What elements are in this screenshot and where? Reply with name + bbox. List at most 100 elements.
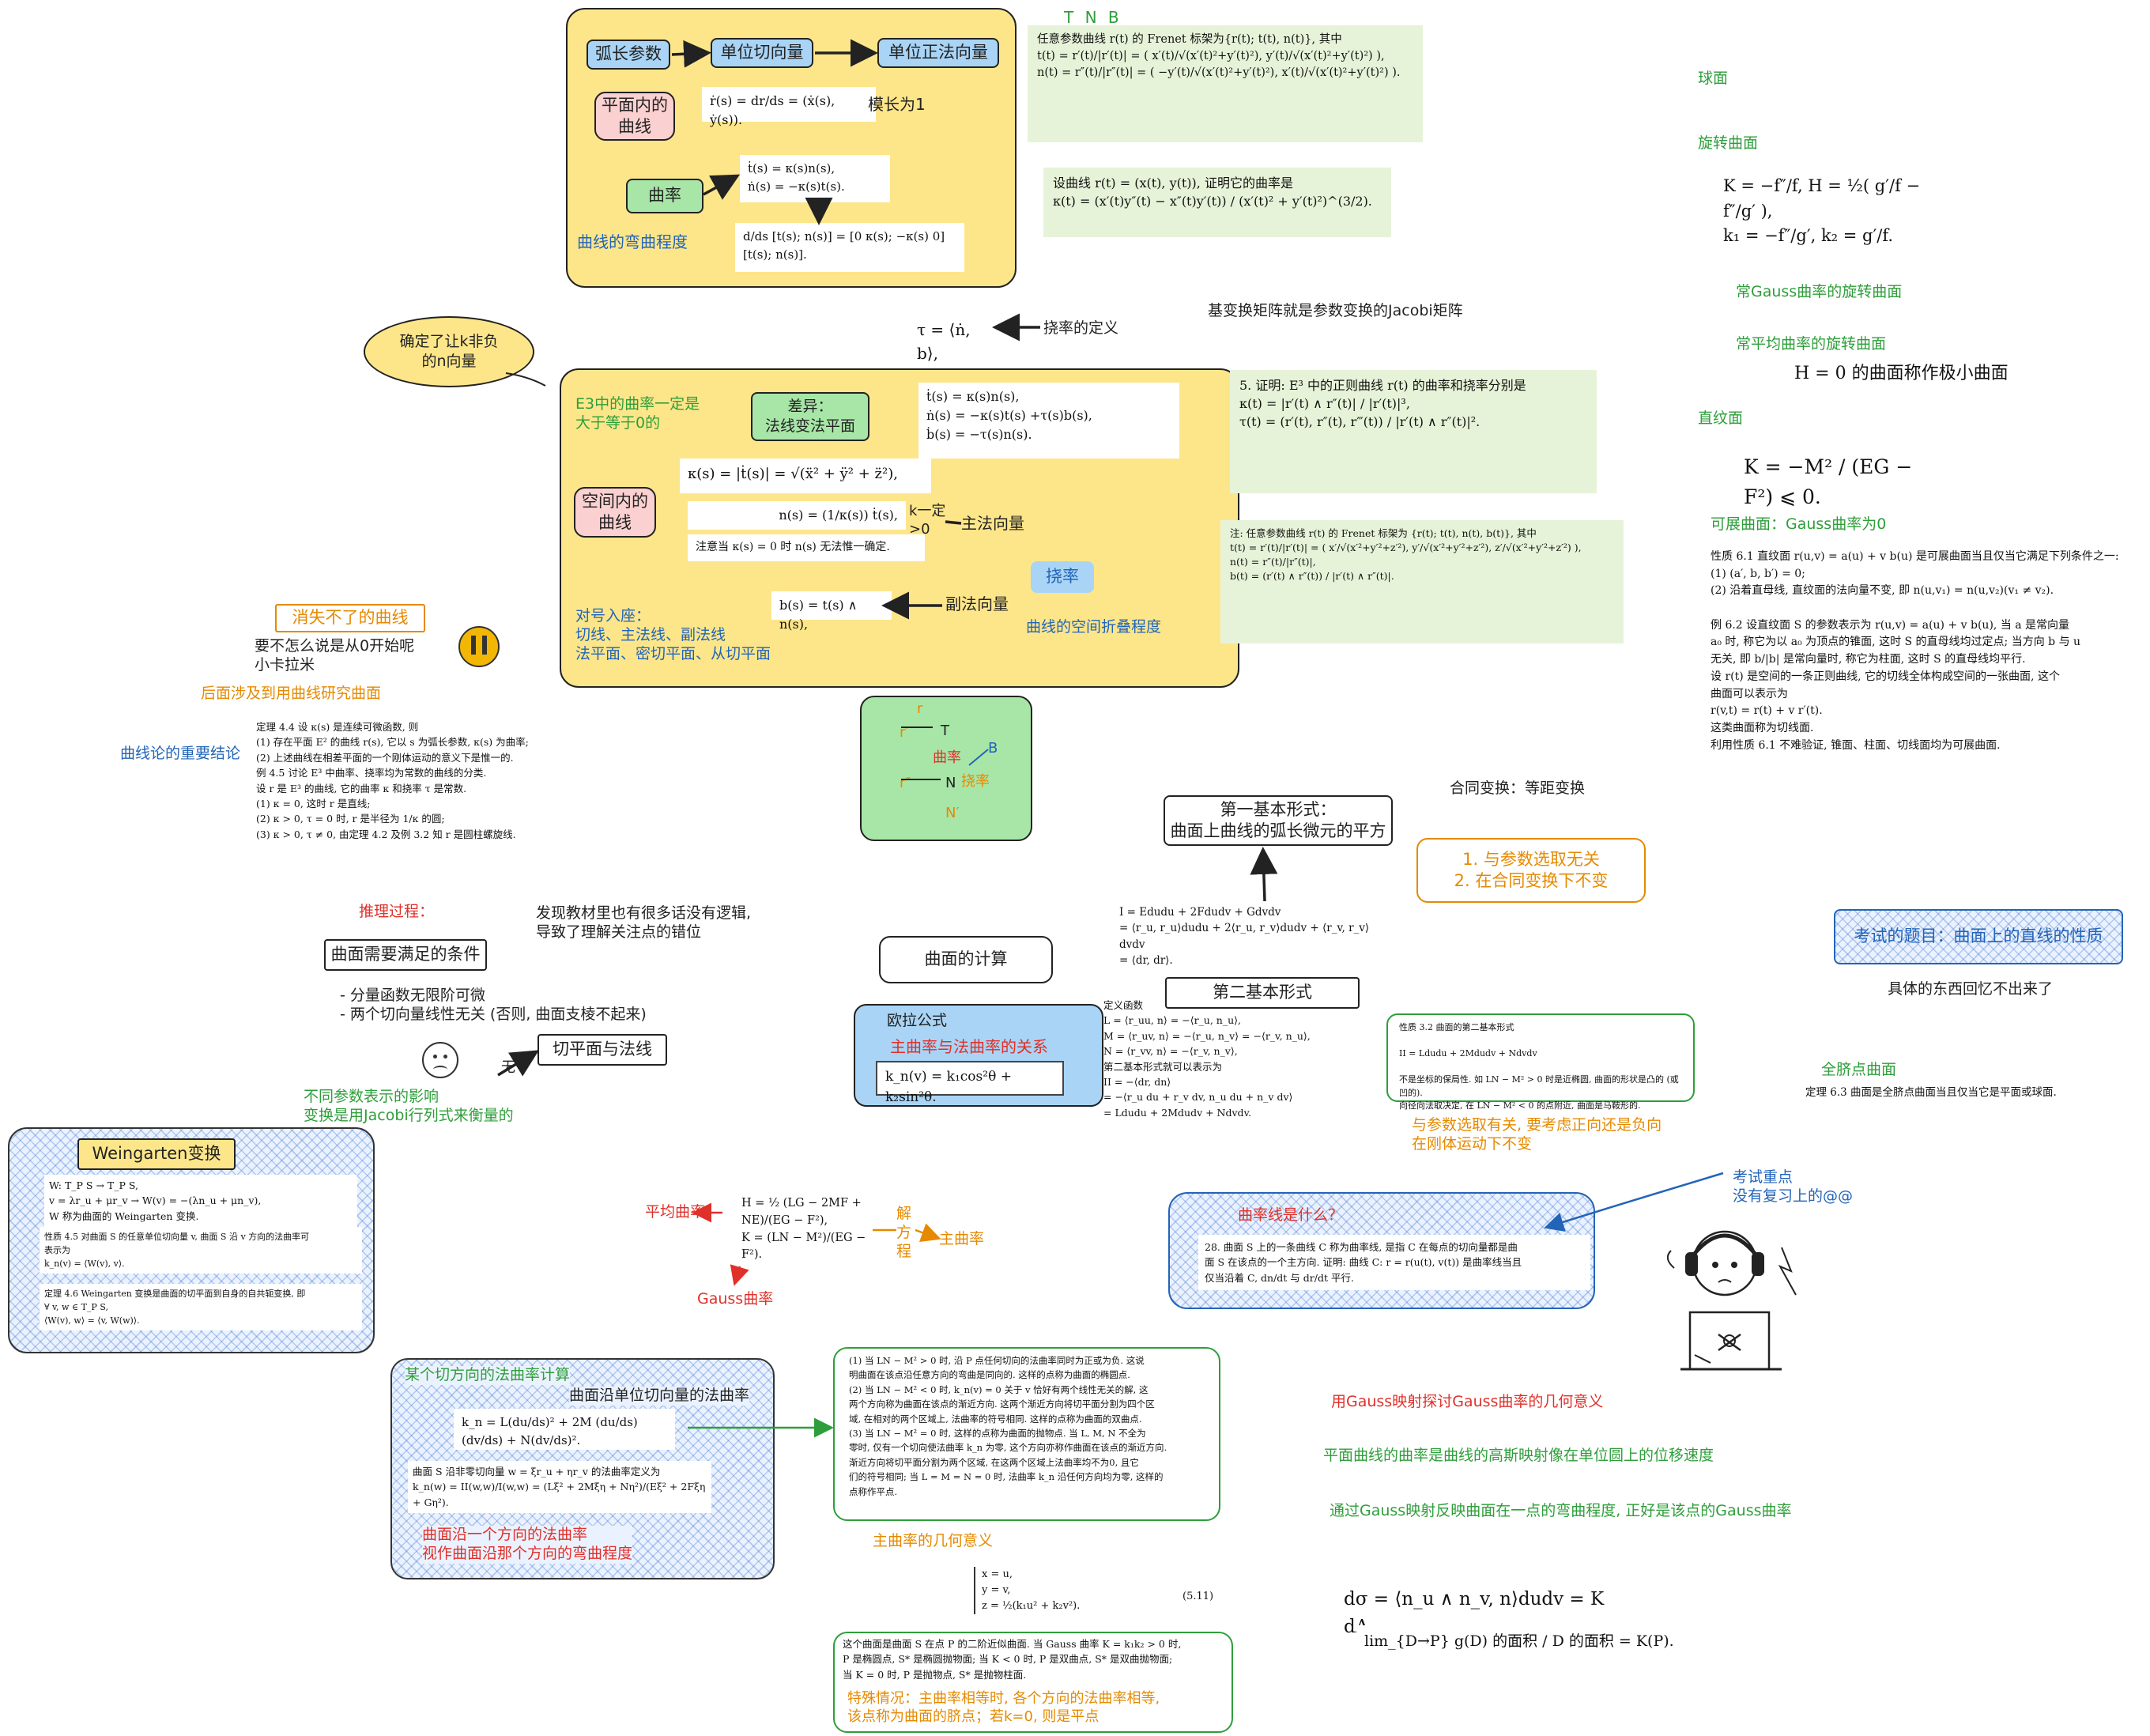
euler-formula: k_n(v) = k₁cos²θ + k₂sin²θ. — [876, 1061, 1064, 1105]
prop-63-text: 定理 6.3 曲面是全脐点曲面当且仅当它是平面或球面. — [1805, 1086, 2057, 1099]
umbilic-special-case: 特殊情况：主曲率相等时, 各个方向的法曲率相等, 该点称为曲面的脐点；若k=0,… — [847, 1690, 1160, 1725]
sketch-B: B — [988, 740, 998, 757]
congruence-label: 合同变换：等距变换 — [1450, 779, 1586, 797]
twist-degree-label: 曲线的空间折叠程度 — [1026, 618, 1162, 636]
HK-formula: H = ½ (LG − 2MF + NE)/(EG − F²), K = (LN… — [741, 1197, 866, 1262]
curvature-node: 曲率 — [626, 179, 703, 213]
gauss-curvature-label: Gauss曲率 — [697, 1290, 774, 1308]
rotation-label: 旋转曲面 — [1698, 134, 1759, 152]
prop-32-box — [1386, 1013, 1695, 1102]
kn-formula: k_n = L(du/ds)² + 2M (du/ds)(dv/ds) + N(… — [454, 1409, 675, 1450]
kappa-formula: κ(s) = |ṫ(s)| = √(ẍ² + ÿ² + z̈²), — [680, 459, 931, 493]
space-curvature-formula: 5. 证明: E³ 中的正则曲线 r(t) 的曲率和挠率分别是 κ(t) = |… — [1230, 370, 1597, 493]
geo-meaning-box — [833, 1347, 1220, 1521]
curvature-line-question: 曲率线是什么？ — [1238, 1206, 1344, 1224]
sphere-label: 球面 — [1698, 70, 1729, 87]
jacobi-note: 基变换矩阵就是参数变换的Jacobi矩阵 — [1208, 302, 1463, 319]
second-form-box: 第二基本形式 — [1165, 977, 1360, 1009]
kakala-text: 要不怎么说是从0开始呢 小卡拉米 — [255, 637, 415, 674]
student-sketch-icon — [1666, 1230, 1797, 1371]
developable-label: 可展曲面：Gauss曲率为0 — [1711, 515, 1887, 533]
geo-meaning-label: 主曲率的几何意义 — [873, 1532, 994, 1549]
umbilic-label: 全脐点曲面 — [1821, 1061, 1897, 1078]
rotation-formula: K = −f″/f, H = ½( g′/f − f″/g′ ), k₁ = −… — [1715, 169, 1944, 256]
thm-44-text: 定理 4.4 设 κ(s) 是连续可微函数, 则 (1) 存在平面 E² 的曲线… — [256, 721, 529, 840]
torsion-def-label: 挠率的定义 — [1043, 319, 1119, 337]
dsigma-formula: dσ = ⟨n_u ∧ n_v, n⟩dudv = K dA, — [1336, 1581, 1636, 1637]
const-mean-label: 常平均曲率的旋转曲面 — [1736, 335, 1887, 353]
prop-61-text: 性质 6.1 直纹面 r(u,v) = a(u) + v b(u) 是可展曲面当… — [1711, 550, 2119, 752]
tnb-label: T N B — [1064, 8, 1122, 27]
surface-calc-box: 曲面的计算 — [879, 936, 1053, 983]
tangent-plane-box: 切平面与法线 — [538, 1034, 667, 1066]
limit-formula: lim_{D→P} g(D) 的面积 / D 的面积 = K(P). — [1356, 1625, 1696, 1671]
sketch-twist: 挠率 — [961, 773, 990, 790]
torsion-def-formula: τ = ⟨ṅ, b⟩, — [917, 320, 971, 363]
torsion-node: 挠率 — [1031, 561, 1094, 593]
sad-face-icon — [422, 1042, 458, 1078]
textbook-note: 发现教材里也有很多话没有逻辑, 导致了理解关注点的错位 — [536, 904, 752, 941]
bending-degree-label: 曲线的弯曲程度 — [577, 232, 688, 251]
frenet-2d-formula: ṫ(s) = κ(s)n(s), ṅ(s) = −κ(s)t(s). — [740, 155, 890, 202]
sketch-curvature: 曲率 — [933, 749, 961, 766]
eq-511-formula: x = u, y = v, z = ½(k₁u² + k₂v²). — [974, 1567, 1140, 1615]
frenet-3d-formula: ṫ(s) = κ(s)n(s), ṅ(s) = −κ(s)t(s) +τ(s)b… — [918, 383, 1179, 459]
plane-curve-node: 平面内的 曲线 — [594, 92, 675, 141]
first-form-box: 第一基本形式： 曲面上曲线的弧长微元的平方 — [1164, 795, 1393, 846]
weingarten-def: W: T_P S → T_P S, v = λr_u + μr_v → W(v)… — [44, 1175, 357, 1228]
ruled-formula: K = −M² / (EG − F²) ⩽ 0. — [1736, 447, 1941, 508]
b-formula: b(s) = t(s) ∧ n(s), — [771, 591, 892, 632]
nonneg-k-bubble: 确定了让k非负 的n向量 — [364, 316, 534, 387]
thm-46-text: 定理 4.6 Weingarten 变换是曲面的切平面到自身的自共轭变换, 即 … — [40, 1284, 362, 1331]
param-dependence-label: 与参数选取有关, 要考虑正向还是负向 在刚体运动下不变 — [1412, 1116, 1662, 1153]
euler-label: 欧拉公式 — [887, 1012, 948, 1029]
prop-32-text: 性质 3.2 曲面的第二基本形式 II = Ldudu + 2Mdudv + N… — [1399, 1022, 1679, 1111]
frenet-sketch-box — [860, 696, 1032, 841]
unit-tangent-node: 单位切向量 — [711, 38, 813, 68]
normal-curvature-title: 某个切方向的法曲率计算 — [405, 1366, 571, 1385]
const-gauss-label: 常Gauss曲率的旋转曲面 — [1736, 283, 1903, 300]
invariants-box: 1. 与参数选取无关 2. 在合同变换下不变 — [1416, 838, 1646, 903]
prop-45-text: 性质 4.5 对曲面 S 的任意单位切向量 v, 曲面 S 沿 v 方向的法曲率… — [40, 1227, 362, 1274]
frenet-plane-formula: 任意参数曲线 r(t) 的 Frenet 标架为{r(t); t(t), n(t… — [1028, 25, 1423, 142]
later-study-label: 后面涉及到用曲线研究曲面 — [201, 685, 382, 702]
important-result-label: 曲线论的重要结论 — [120, 745, 241, 762]
sketch-N: N — [945, 775, 956, 791]
frenet-matrix-formula: d/ds [t(s); n(s)] = [0 κ(s); −κ(s) 0] [t… — [735, 223, 964, 272]
difference-node: 差异： 法线变法平面 — [751, 392, 869, 441]
n-formula: n(s) = (1/κ(s)) ṫ(s), — [688, 501, 906, 530]
gauss-map-reflect: 通过Gauss映射反映曲面在一点的弯曲程度, 正好是该点的Gauss曲率 — [1330, 1502, 1792, 1519]
plane-curve-gauss-map: 平面曲线的曲率是曲线的高斯映射像在单位圆上的位移速度 — [1323, 1447, 1714, 1464]
mascot-icon — [458, 626, 500, 667]
cant-recall-label: 具体的东西回忆不出来了 — [1888, 980, 2054, 998]
n-note: 注意当 κ(s) = 0 时 n(s) 无法惟一确定. — [688, 534, 925, 561]
mean-curvature-label: 平均曲率 — [645, 1203, 706, 1221]
surface-conditions-list: - 分量函数无限阶可微 - 两个切向量线性无关 (否则, 曲面支棱不起来) — [340, 987, 647, 1023]
curvature-proof-formula: 设曲线 r(t) = (x(t), y(t)), 证明它的曲率是 κ(t) = … — [1043, 168, 1391, 237]
second-form-formula: 定义函数 L = ⟨r_uu, n⟩ = −⟨r_u, n_u⟩, M = ⟨r… — [1103, 999, 1311, 1119]
exam-key-label: 考试重点 没有复习上的@@ — [1733, 1168, 1854, 1205]
second-order-approx-text: 这个曲面是曲面 S 在点 P 的二阶近似曲面. 当 Gauss 曲率 K = k… — [843, 1638, 1182, 1681]
reasoning-label: 推理过程： — [359, 903, 435, 920]
space-frenet-formula: 注: 任意参数曲线 r(t) 的 Frenet 标架为 {r(t); t(t),… — [1220, 520, 1624, 643]
eq-511-number: (5.11) — [1182, 1591, 1214, 1602]
ex-28-text: 28. 曲面 S 上的一条曲线 C 称为曲率线, 是指 C 在每点的切向量都是曲… — [1198, 1235, 1590, 1291]
principal-normal-label: 主法向量 — [961, 514, 1024, 533]
arc-param-node: 弧长参数 — [587, 40, 670, 70]
geo-meaning-text: (1) 当 LN − M² > 0 时, 沿 P 点任何切向的法曲率同时为正或为… — [849, 1355, 1167, 1497]
ruled-label: 直纹面 — [1698, 409, 1744, 427]
k-positive-note: k一定 >0 — [909, 503, 946, 538]
r-dot-formula: ṙ(s) = dr/ds = (ẋ(s), ẏ(s)). — [702, 87, 876, 127]
sketch-r: r — [917, 700, 923, 717]
minimal-surface-text: H = 0 的曲面称作极小曲面 — [1786, 356, 2039, 387]
solve-equation-label: 解 方 程 — [896, 1205, 912, 1260]
e3-curvature-note: E3中的曲率一定是 大于等于0的 — [575, 395, 700, 432]
unit-normal-node: 单位正法向量 — [877, 38, 999, 68]
euler-relation-label: 主曲率与法曲率的关系 — [890, 1037, 1048, 1056]
param-effect-label: 不同参数表示的影响 变换是用Jacobi行列式来衡量的 — [304, 1088, 514, 1124]
sketch-r1: r′ — [900, 724, 909, 741]
umbilic-box — [833, 1632, 1233, 1733]
nonzero-vector-text: 曲面 S 沿非零切向量 w = ξr_u + ηr_v 的法曲率定义为 k_n(… — [408, 1461, 711, 1514]
weingarten-title: Weingarten变换 — [77, 1138, 236, 1170]
